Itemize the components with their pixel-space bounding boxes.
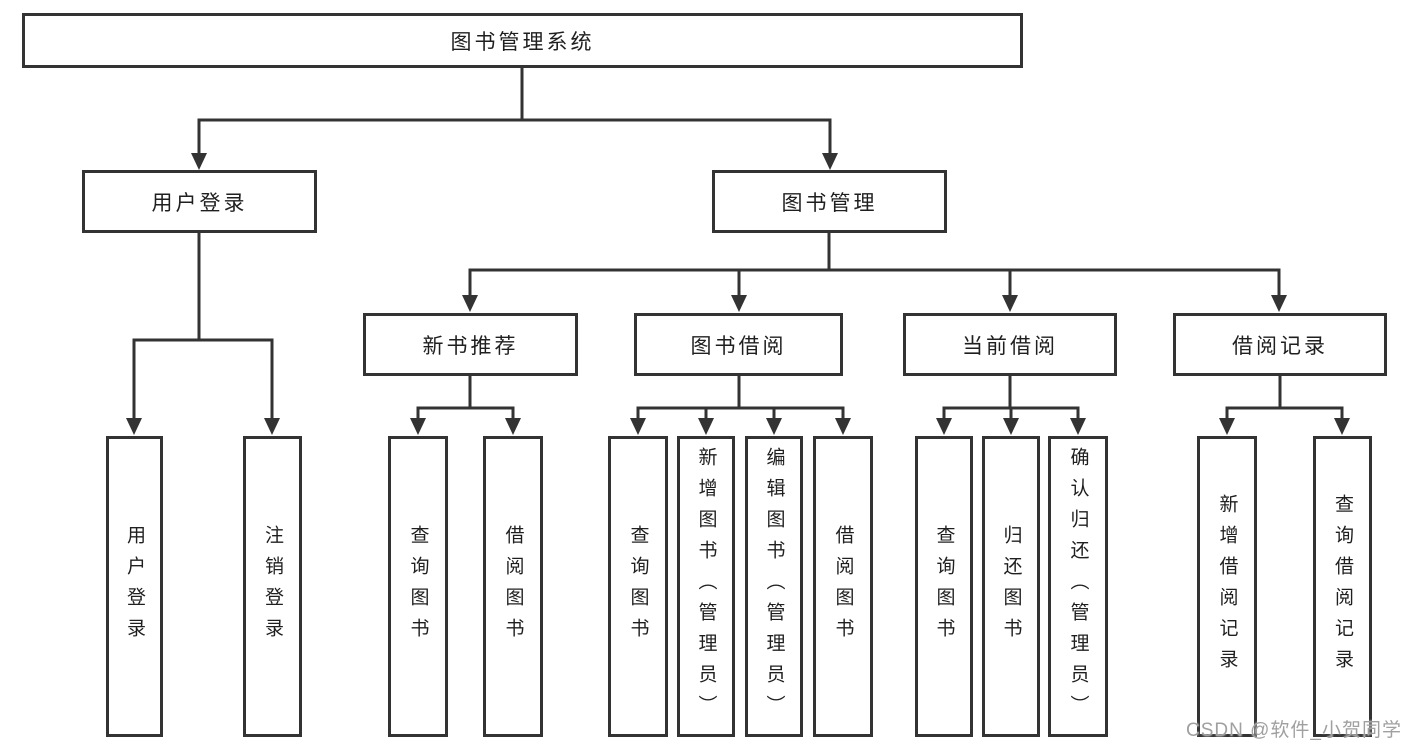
arrowhead-icon [1003,418,1019,435]
arrowhead-icon [126,418,142,435]
arrowhead-icon [410,418,426,435]
leaf-user-login: 用户登录 [106,436,163,737]
connector-book-management-to-level3 [462,233,1287,312]
leaf-newbooks-query-label: 查询图书 [407,524,429,649]
node-user-login: 用户登录 [82,170,317,233]
connector-borrow-records-to-leaves [1219,376,1350,435]
connector-line [636,376,845,421]
leaf-records-query: 查询借阅记录 [1313,436,1372,737]
connector-root-to-level2 [191,68,838,170]
leaf-records-add: 新增借阅记录 [1197,436,1257,737]
leaf-borrow-add-book-label: 新增图书（管理员） [695,447,717,726]
arrowhead-icon [1002,295,1018,312]
leaf-newbooks-borrow-label: 借阅图书 [502,524,524,649]
arrowhead-icon [936,418,952,435]
leaf-current-query: 查询图书 [915,436,973,737]
node-book-borrow-label: 图书借阅 [690,334,787,358]
leaf-borrow-borrow-book-label: 借阅图书 [832,524,854,649]
connector-line [942,376,1080,421]
leaf-current-confirm-return: 确认归还（管理员） [1048,436,1108,737]
arrowhead-icon [630,418,646,435]
leaf-records-query-label: 查询借阅记录 [1332,493,1353,680]
leaf-logout-label: 注销登录 [262,524,283,649]
arrowhead-icon [264,418,280,435]
connector-line [1225,376,1344,421]
arrowhead-icon [1334,418,1350,435]
node-new-books: 新书推荐 [363,313,578,376]
leaf-user-login-label: 用户登录 [124,524,145,649]
connector-new-books-to-leaves [410,376,521,435]
leaf-current-return-label: 归还图书 [1000,524,1022,649]
leaf-current-confirm-return-label: 确认归还（管理员） [1067,447,1089,726]
node-root: 图书管理系统 [22,13,1023,68]
connector-user-login-to-leaves [126,233,280,435]
arrowhead-icon [462,295,478,312]
connector-book-borrow-to-leaves [630,376,851,435]
arrowhead-icon [1271,295,1287,312]
arrowhead-icon [698,418,714,435]
leaf-borrow-edit-book: 编辑图书（管理员） [745,436,803,737]
node-borrow-records: 借阅记录 [1173,313,1387,376]
leaf-current-return: 归还图书 [982,436,1040,737]
leaf-logout: 注销登录 [243,436,302,737]
node-book-borrow: 图书借阅 [634,313,843,376]
node-book-management: 图书管理 [712,170,947,233]
arrowhead-icon [822,153,838,170]
arrowhead-icon [505,418,521,435]
node-book-management-label: 图书管理 [781,191,878,215]
node-user-login-label: 用户登录 [151,191,248,215]
leaf-borrow-edit-book-label: 编辑图书（管理员） [763,447,785,726]
connector-current-borrow-to-leaves [936,376,1086,435]
arrowhead-icon [191,153,207,170]
node-current-borrow: 当前借阅 [903,313,1117,376]
arrowhead-icon [1219,418,1235,435]
arrowhead-icon [1070,418,1086,435]
watermark: CSDN @软件_小贺同学 [1186,720,1402,741]
connector-line [468,233,1281,297]
node-new-books-label: 新书推荐 [422,334,519,358]
leaf-borrow-query: 查询图书 [608,436,668,737]
leaf-borrow-borrow-book: 借阅图书 [813,436,873,737]
arrowhead-icon [766,418,782,435]
arrowhead-icon [835,418,851,435]
connector-line [416,376,515,421]
node-current-borrow-label: 当前借阅 [962,334,1058,358]
leaf-borrow-query-label: 查询图书 [627,524,649,649]
node-root-label: 图书管理系统 [450,30,595,54]
arrowhead-icon [731,295,747,312]
leaf-newbooks-borrow: 借阅图书 [483,436,543,737]
leaf-newbooks-query: 查询图书 [388,436,448,737]
connector-line [197,68,832,155]
connector-line [132,233,274,421]
leaf-borrow-add-book: 新增图书（管理员） [677,436,735,737]
node-borrow-records-label: 借阅记录 [1232,334,1328,358]
leaf-records-add-label: 新增借阅记录 [1216,493,1238,680]
leaf-current-query-label: 查询图书 [933,524,955,649]
